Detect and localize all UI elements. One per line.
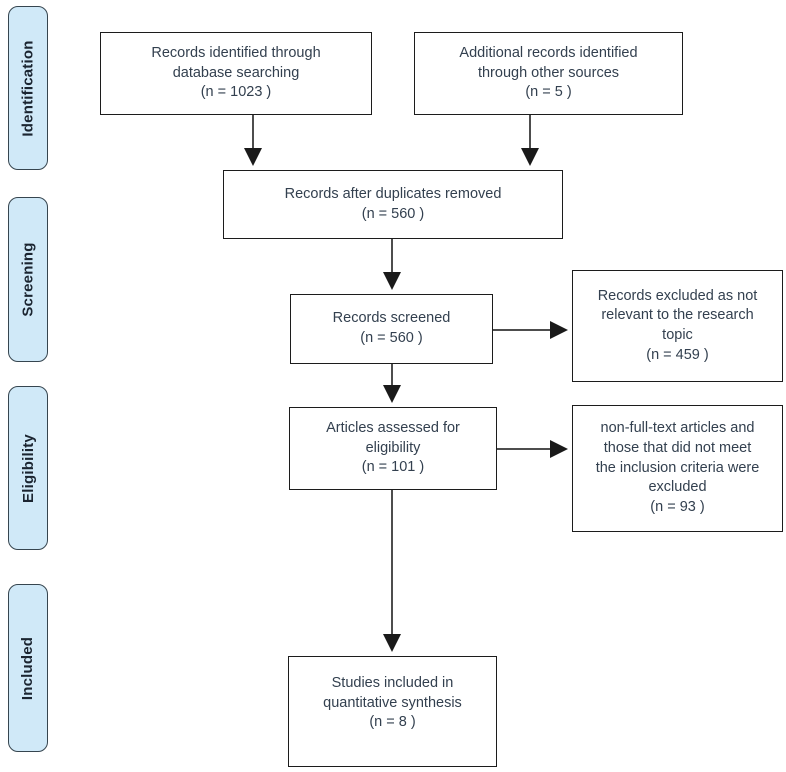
stage-label-screening-text: Screening [19, 242, 37, 317]
box-records-screened: Records screened (n = 560 ) [290, 294, 493, 364]
stage-label-screening: Screening [8, 197, 48, 362]
box-duplicates-removed: Records after duplicates removed (n = 56… [223, 170, 563, 239]
box-additional-records-text: Additional records identified through ot… [459, 44, 638, 101]
box-articles-assessed-text: Articles assessed for eligibility (n = 1… [326, 419, 460, 476]
stage-label-included-text: Included [19, 636, 37, 700]
box-additional-records: Additional records identified through ot… [414, 32, 683, 115]
stage-label-eligibility-text: Eligibility [19, 433, 37, 503]
box-studies-included-text: Studies included in quantitative synthes… [323, 675, 462, 731]
box-records-identified-text: Records identified through database sear… [151, 44, 321, 101]
box-articles-excluded-text: non-full-text articles and those that di… [595, 420, 760, 516]
box-articles-assessed: Articles assessed for eligibility (n = 1… [289, 407, 497, 490]
box-duplicates-removed-text: Records after duplicates removed (n = 56… [284, 185, 502, 222]
box-records-excluded-text: Records excluded as not relevant to the … [597, 287, 758, 363]
stage-label-identification-text: Identification [19, 39, 37, 137]
box-studies-included: Studies included in quantitative synthes… [288, 656, 497, 767]
stage-label-included: Included [8, 584, 48, 752]
stage-label-eligibility: Eligibility [8, 386, 48, 550]
box-records-identified: Records identified through database sear… [100, 32, 372, 115]
stage-label-identification: Identification [8, 6, 48, 170]
box-records-excluded: Records excluded as not relevant to the … [572, 270, 783, 382]
box-records-screened-text: Records screened (n = 560 ) [332, 310, 451, 346]
box-articles-excluded: non-full-text articles and those that di… [572, 405, 783, 532]
